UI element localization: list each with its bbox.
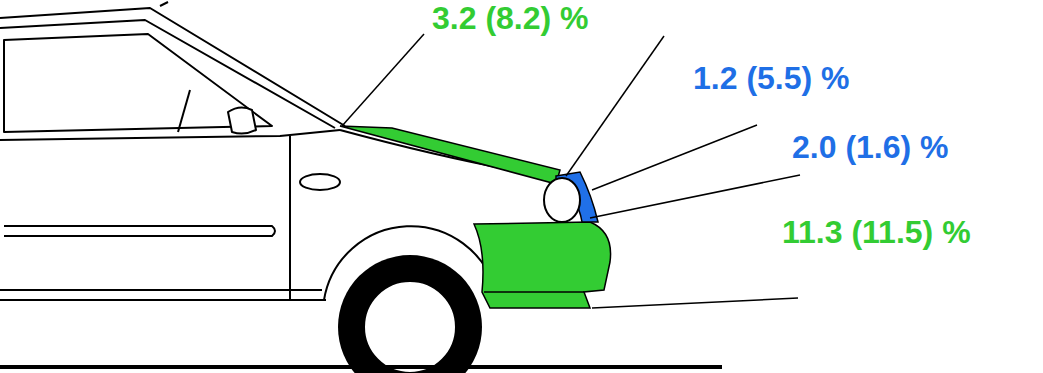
door-rubstrip — [4, 226, 275, 236]
hood-edge-region — [340, 126, 560, 184]
side-mirror — [228, 107, 256, 133]
window-trim — [178, 90, 190, 132]
leader-line — [566, 36, 664, 176]
percentage-label: 11.3 (11.5) % — [782, 214, 971, 250]
percentage-label: 2.0 (1.6) % — [792, 129, 949, 165]
rim — [364, 281, 456, 373]
roof-edge — [160, 2, 168, 6]
door-edge — [289, 136, 291, 300]
sill-line — [0, 299, 326, 301]
tire — [338, 255, 482, 373]
ground-line — [0, 365, 722, 369]
leader-line — [592, 125, 757, 190]
percentage-label: 3.2 (8.2) % — [432, 0, 589, 36]
bumper-region — [474, 222, 611, 308]
leader-line — [592, 298, 798, 308]
side-marker — [300, 174, 340, 190]
sill-line — [0, 289, 322, 291]
bumper-edge — [484, 291, 584, 293]
leader-line — [342, 34, 424, 126]
leader-line — [590, 175, 800, 218]
headlight — [544, 178, 580, 222]
percentage-label: 1.2 (5.5) % — [693, 60, 850, 96]
